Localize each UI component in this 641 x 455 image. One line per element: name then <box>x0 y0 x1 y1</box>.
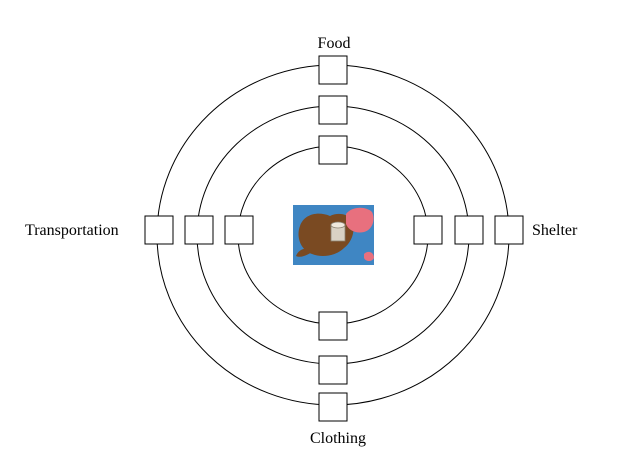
picture-pink-blob <box>346 207 374 233</box>
slot-top-inner[interactable] <box>318 135 348 165</box>
cylinder-top <box>330 221 346 229</box>
slot-bottom-outer[interactable] <box>318 392 348 422</box>
center-island-picture <box>293 205 374 265</box>
label-top: Food <box>318 35 351 52</box>
slot-right-middle[interactable] <box>454 215 484 245</box>
slot-right-outer[interactable] <box>494 215 524 245</box>
picture-pink-spot <box>364 251 374 261</box>
slot-left-middle[interactable] <box>184 215 214 245</box>
slot-bottom-inner[interactable] <box>318 311 348 341</box>
picture-land-peninsula <box>296 248 312 257</box>
slot-right-inner[interactable] <box>413 215 443 245</box>
label-left: Transportation <box>25 222 119 239</box>
label-right: Shelter <box>532 222 578 239</box>
slot-left-outer[interactable] <box>144 215 174 245</box>
slot-left-inner[interactable] <box>224 215 254 245</box>
slot-top-outer[interactable] <box>318 55 348 85</box>
label-bottom: Clothing <box>310 430 366 447</box>
slot-top-middle[interactable] <box>318 95 348 125</box>
slot-bottom-middle[interactable] <box>318 355 348 385</box>
